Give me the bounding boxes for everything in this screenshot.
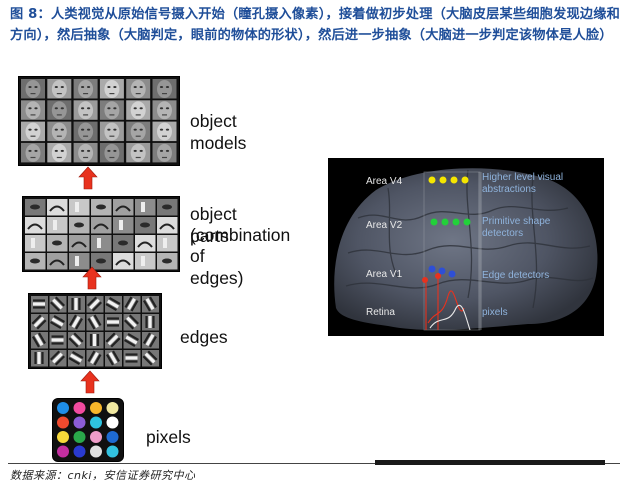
label-object-parts: object parts (190, 204, 237, 246)
desc-detectors: detectors (482, 228, 523, 239)
pixels-image (57, 402, 119, 458)
desc-abstractions: abstractions (482, 184, 536, 195)
desc-edge-detectors: Edge detectors (482, 270, 549, 281)
object-parts-image (25, 199, 178, 270)
label-edges: edges (180, 327, 228, 347)
figure-caption: 图 8：人类视觉从原始信号摄入开始（瞳孔摄入像素），接着做初步处理（大脑皮层某些… (10, 7, 621, 43)
bottom-divider (8, 463, 620, 464)
brain-visual-cortex-diagram: Area V4 Area V2 Area V1 Retina Higher le… (328, 158, 604, 336)
desc-pixels: pixels (482, 307, 508, 318)
label-of-edges: of edges) (190, 246, 244, 288)
label-area-v1: Area V1 (366, 269, 403, 280)
face-models-image (21, 79, 177, 163)
label-area-v4: Area V4 (366, 176, 403, 187)
brain-illustration: Area V4 Area V2 Area V1 Retina Higher le… (334, 168, 598, 331)
pixels-grid (52, 398, 124, 462)
label-combination: (combination (190, 225, 291, 245)
v1-blue-dots (428, 265, 456, 278)
label-retina: Retina (366, 307, 395, 318)
desc-higher-level: Higher level visual (482, 172, 563, 183)
v4-yellow-dots (428, 176, 469, 184)
up-arrow-icon (82, 266, 102, 290)
up-arrow-icon (78, 166, 98, 190)
object-parts-grid (22, 196, 180, 272)
v2-green-dots (430, 218, 471, 226)
source-note: 数据来源：cnki，安信证券研究中心 (10, 469, 196, 482)
desc-primitive-shape: Primitive shape (482, 216, 551, 227)
label-area-v2: Area V2 (366, 220, 403, 231)
v1-red-dots (422, 273, 441, 283)
up-arrow-icon (80, 370, 100, 394)
label-object-models: object models (190, 111, 247, 153)
brain-shape (334, 168, 598, 330)
bottom-divider-bar (375, 460, 605, 465)
edge-filters-image (31, 296, 159, 367)
edge-filters-grid (28, 293, 162, 369)
face-models-grid (18, 76, 180, 166)
label-pixels: pixels (146, 427, 191, 447)
